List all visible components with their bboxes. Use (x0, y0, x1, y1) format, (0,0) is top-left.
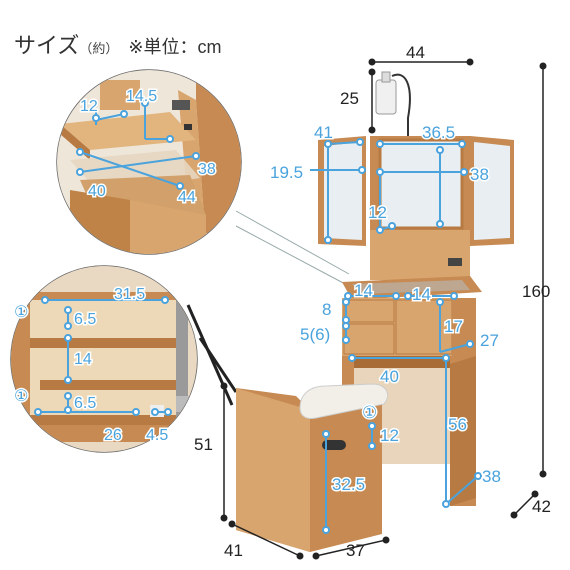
stool-depth: 41 (224, 541, 243, 560)
unit-note: ※単位：cm (128, 37, 222, 57)
dim-lamp-height: 25 (340, 89, 359, 108)
stool-height: 51 (194, 435, 213, 454)
dim-total-height: 160 (522, 282, 550, 301)
connector-top2 (235, 210, 350, 275)
stool: 51 41 37 ① 12 32.5 (194, 382, 400, 560)
dim-side-mirror-height: 19.5 (270, 163, 303, 182)
detail-left-marker-bottom: ① (14, 388, 28, 405)
title: サイズ（約） ※単位：cm (14, 28, 221, 60)
dim-center-mirror-height: 38 (470, 165, 489, 184)
detail-top-14-5: 14.5 (126, 88, 157, 105)
stool-marker: ① (362, 403, 377, 422)
detail-top-38: 38 (198, 161, 216, 178)
dim-center-mirror-width: 36.5 (422, 123, 455, 142)
stool-inner-height: 32.5 (332, 475, 365, 494)
detail-circle-top: 12 14.5 38 40 44 (56, 69, 242, 255)
detail-left-6-5-bottom: 6.5 (74, 395, 96, 412)
detail-top-12: 12 (80, 98, 98, 115)
dim-drawer-right-height: 27 (480, 331, 499, 350)
dim-overall-width: 44 (406, 43, 425, 62)
dim-upper-drawer-left: 14 (354, 281, 373, 300)
detail-left-marker-top: ① (14, 304, 28, 321)
dim-shelf-height: 12 (368, 203, 387, 222)
detail-left-4-5: 4.5 (146, 427, 168, 444)
detail-left-31-5: 31.5 (114, 286, 145, 303)
dim-knee-space-height: 56 (448, 415, 467, 434)
dim-base-depth: 38 (482, 467, 501, 486)
detail-left-26: 26 (104, 427, 122, 444)
dim-drawer-front-height: 8 (322, 300, 331, 319)
dim-depth: 42 (532, 497, 551, 516)
detail-left-14: 14 (74, 351, 92, 368)
dim-upper-drawer-right: 14 (412, 285, 431, 304)
dresser: 44 25 160 42 41 36.5 19.5 38 12 14 14 8 … (269, 43, 551, 519)
connector-top (235, 225, 348, 286)
connector-left2 (198, 337, 238, 393)
dim-drawer-lower-height: 5(6) (300, 325, 330, 344)
title-main: サイズ (14, 33, 80, 58)
dim-side-mirror-width: 41 (314, 123, 333, 142)
stool-handle-height: 12 (380, 426, 399, 445)
detail-top-44: 44 (178, 189, 196, 206)
dim-knee-space-width: 40 (380, 367, 399, 386)
detail-circle-left: ① 31.5 6.5 14 ① 6.5 26 4.5 (10, 265, 198, 453)
detail-top-40: 40 (88, 183, 106, 200)
title-approx: （約） (79, 41, 119, 56)
dim-drawer-depth: 17 (444, 317, 463, 336)
detail-left-6-5-top: 6.5 (74, 311, 96, 328)
stool-width: 37 (346, 541, 365, 560)
